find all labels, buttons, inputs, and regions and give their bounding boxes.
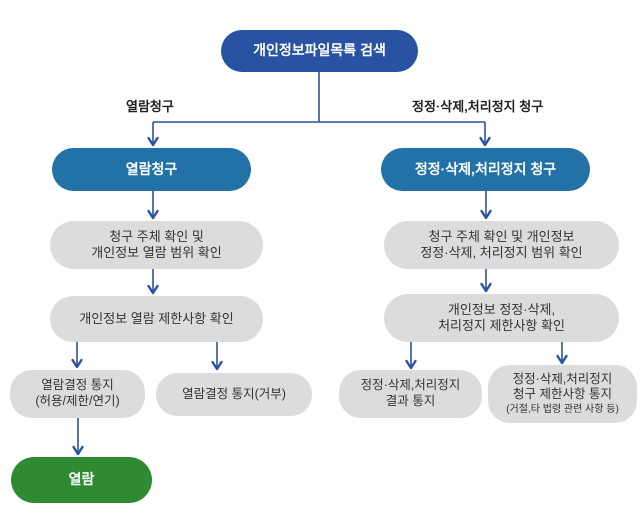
node-right-request: 정정·삭제,처리정지 청구 [381,148,590,191]
node-left-request: 열람청구 [52,148,251,191]
branch-label-view-request: 열람청구 [126,99,174,114]
arrow-left-step2-allow [71,342,83,369]
node-root-search: 개인정보파일목록 검색 [221,30,418,72]
arrow-right-step1-step2 [480,269,492,293]
branch-label-correct-request: 정정·삭제,처리정지 청구 [412,99,544,114]
arrow-left-step1-step2 [147,269,159,295]
arrow-branch-right [479,122,491,147]
arrow-branch-left [147,122,159,147]
arrow-left-allow-final [72,418,84,456]
arrow-right-step2-limit [556,342,568,365]
arrow-right-step2-notice [405,342,417,370]
node-left-result-allow: 열람결정 통지 (허용/제한/연기) [10,370,145,418]
node-left-final-view: 열람 [11,457,152,503]
arrow-right-request-step1 [480,191,492,220]
arrow-left-step2-deny [211,342,223,371]
arrow-left-request-step1 [147,191,159,220]
node-right-step1: 청구 주체 확인 및 개인정보 정정·삭제, 처리정지 범위 확인 [384,221,619,269]
node-right-step2: 개인정보 정정·삭제, 처리정지 제한사항 확인 [384,294,619,342]
node-right-result-limit-note: (거절,타 법령 관련 사항 등) [506,403,619,415]
node-right-result-limit-text: 정정·삭제,처리정지 청구 제한사항 통지 [512,371,613,402]
node-left-step2: 개인정보 열람 제한사항 확인 [50,296,263,342]
node-right-result-limit: 정정·삭제,처리정지 청구 제한사항 통지 (거절,타 법령 관련 사항 등) [488,365,637,423]
node-left-step1: 청구 주체 확인 및 개인정보 열람 범위 확인 [50,221,263,269]
node-left-result-deny: 열람결정 통지(거부) [156,373,312,416]
node-right-result-notice: 정정·삭제,처리정지 결과 통지 [339,370,482,418]
